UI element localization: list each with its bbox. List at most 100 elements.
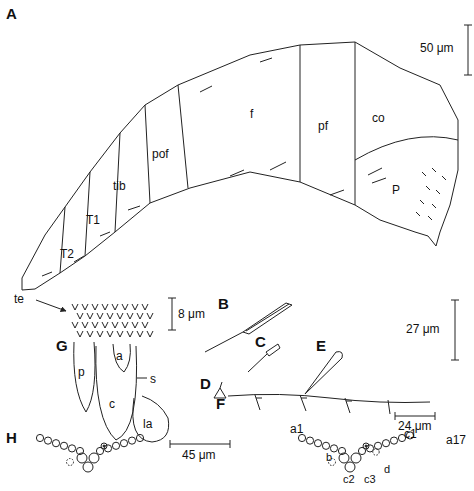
pore (314, 440, 321, 447)
pore (36, 434, 43, 441)
spine-seta (305, 352, 342, 394)
pore-dot (103, 445, 105, 447)
spinule (87, 313, 93, 319)
pore (128, 437, 135, 444)
pore (77, 453, 87, 463)
pore (101, 443, 107, 449)
pore (374, 442, 381, 449)
structure-label: a (116, 350, 123, 362)
panel-letter: A (6, 6, 17, 21)
leg-outline (22, 42, 458, 290)
spinule (147, 331, 153, 337)
spinule (107, 331, 113, 337)
structure-label: pof (152, 148, 169, 160)
pore (322, 442, 329, 449)
spinule (117, 313, 123, 319)
structure-label: 45 μm (182, 449, 216, 461)
spinule (142, 304, 148, 310)
pore (351, 453, 361, 463)
pore (339, 453, 349, 463)
pore (67, 459, 74, 466)
spinule (102, 322, 108, 328)
structure-label: s (150, 373, 156, 385)
spiny-band (72, 304, 153, 337)
pore-field (36, 432, 413, 472)
spinule (122, 322, 128, 328)
pore (330, 445, 337, 452)
panel-letter: C (255, 334, 266, 349)
pore (60, 442, 67, 449)
spinule (127, 331, 133, 337)
spinule (112, 322, 118, 328)
spinule (97, 331, 103, 337)
structure-label: c (109, 398, 115, 410)
spinule (137, 313, 143, 319)
pore (120, 440, 127, 447)
pore (382, 440, 389, 447)
spinule (77, 313, 83, 319)
pore (44, 437, 51, 444)
structure-label: a17 (446, 434, 466, 446)
pore (298, 434, 305, 441)
pore (306, 437, 313, 444)
panel-letter: F (216, 396, 225, 411)
lobe-c (96, 346, 137, 440)
pore (52, 440, 59, 447)
spinule (107, 313, 113, 319)
structure-label: P (392, 184, 400, 196)
segment-joint (60, 42, 355, 273)
structure-label: a1 (290, 423, 303, 435)
pointer-arrow (36, 300, 66, 311)
spinule (147, 313, 153, 319)
spinule (112, 304, 118, 310)
spinule (87, 331, 93, 337)
spinule (137, 331, 143, 337)
structure-label: 27 μm (406, 323, 440, 335)
structure-label: c2 (343, 474, 355, 485)
scale-bar (168, 298, 176, 330)
structure-label: c3 (364, 474, 376, 485)
spinule (132, 322, 138, 328)
structure-label: 8 μm (178, 308, 205, 320)
structure-label: te (14, 293, 24, 305)
seta-s (137, 378, 147, 379)
spinule (142, 322, 148, 328)
spinule (97, 313, 103, 319)
spinule (132, 304, 138, 310)
spinule (92, 322, 98, 328)
spinule (102, 304, 108, 310)
structure-label: b (326, 452, 332, 463)
panel-letter: E (316, 338, 326, 353)
scale-bar (170, 440, 230, 448)
structure-label: la (143, 418, 152, 430)
spinule (127, 313, 133, 319)
spine-field (416, 168, 446, 220)
spinule (72, 304, 78, 310)
panel-letter: H (6, 430, 17, 445)
pore (112, 442, 119, 449)
structure-label: p (78, 366, 85, 378)
structure-label: co (372, 112, 385, 124)
spinule (92, 304, 98, 310)
spinule (122, 304, 128, 310)
scale-bar (395, 412, 435, 420)
seta (42, 58, 386, 276)
lobe-la (133, 396, 169, 442)
pore (373, 449, 379, 455)
pore (89, 453, 99, 463)
finger-p (74, 342, 95, 412)
structure-label: T1 (86, 214, 100, 226)
pore (390, 437, 397, 444)
panel-letter: B (218, 296, 229, 311)
scale-bar (464, 25, 472, 75)
structure-label: tib (113, 180, 126, 192)
spinule (117, 331, 123, 337)
spinule (77, 331, 83, 337)
pore (68, 445, 75, 452)
structure-label: T2 (60, 248, 74, 260)
tooth-a (113, 344, 130, 372)
spinule (82, 304, 88, 310)
spinule (72, 322, 78, 328)
